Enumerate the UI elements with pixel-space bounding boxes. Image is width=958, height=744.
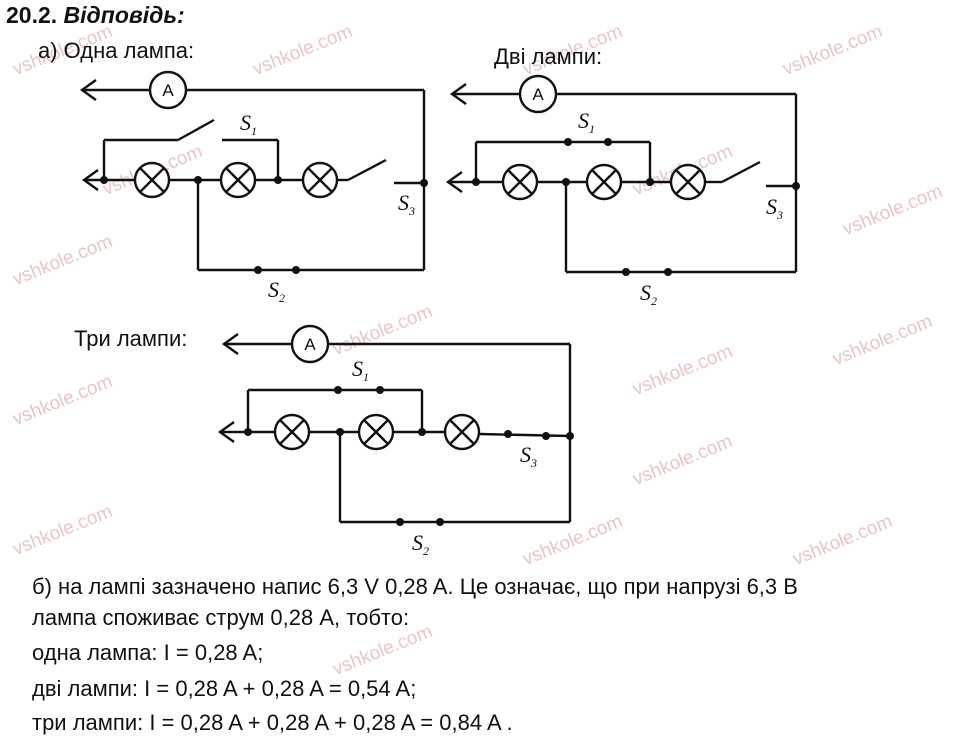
answer-line: одна лампа: I = 0,28 A; bbox=[32, 640, 264, 665]
lamp-icon bbox=[585, 163, 623, 201]
svg-text:A: A bbox=[532, 85, 544, 104]
label-one-lamp: а) Одна лампа: bbox=[38, 38, 195, 63]
svg-text:S3: S3 bbox=[398, 190, 415, 218]
answer-line: дві лампи: I = 0,28 A + 0,28 A = 0,54 A; bbox=[32, 676, 417, 701]
ammeter-icon bbox=[290, 324, 330, 364]
label-two-lamps: Дві лампи: bbox=[494, 44, 603, 69]
lamp-icon bbox=[669, 163, 707, 201]
ammeter-icon bbox=[148, 70, 188, 110]
label-three-lamps: Три лампи: bbox=[74, 326, 188, 351]
svg-text:S3: S3 bbox=[766, 194, 783, 222]
circuit-two-lamps: A S1 S3 S2 bbox=[445, 74, 800, 308]
problem-number: 20.2. bbox=[6, 2, 58, 28]
answer-line: б) на лампі зазначено напис 6,3 V 0,28 A… bbox=[32, 574, 798, 599]
page-title: 20.2. Відповідь: bbox=[6, 2, 185, 29]
svg-text:S3: S3 bbox=[520, 442, 537, 470]
svg-text:S2: S2 bbox=[640, 280, 657, 308]
svg-text:S2: S2 bbox=[268, 277, 285, 305]
svg-text:S1: S1 bbox=[240, 110, 257, 138]
answer-word: Відповідь: bbox=[63, 2, 185, 28]
answer-line: лампа споживає струм 0,28 А, тобто: bbox=[32, 605, 410, 630]
switch-lever bbox=[177, 118, 215, 142]
lamp-icon bbox=[301, 161, 339, 199]
svg-text:S2: S2 bbox=[412, 530, 429, 558]
ammeter-label: A bbox=[162, 81, 174, 100]
svg-text:S1: S1 bbox=[578, 108, 595, 136]
circuit-three-lamps: A S1 S3 S2 bbox=[217, 324, 574, 558]
lamp-icon bbox=[501, 163, 539, 201]
ammeter-icon bbox=[518, 74, 558, 114]
lamp-icon bbox=[443, 413, 481, 451]
lamp-icon bbox=[357, 413, 395, 451]
lamp-icon bbox=[219, 161, 257, 199]
answer-line: три лампи: I = 0,28 A + 0,28 A + 0,28 A … bbox=[32, 710, 513, 735]
lamp-icon bbox=[133, 161, 171, 199]
switch-s3-lever bbox=[347, 158, 387, 182]
svg-text:A: A bbox=[304, 335, 316, 354]
circuit-one-lamp: A S1 S3 S2 bbox=[79, 70, 428, 305]
lamp-icon bbox=[273, 413, 311, 451]
svg-text:S1: S1 bbox=[352, 356, 369, 384]
